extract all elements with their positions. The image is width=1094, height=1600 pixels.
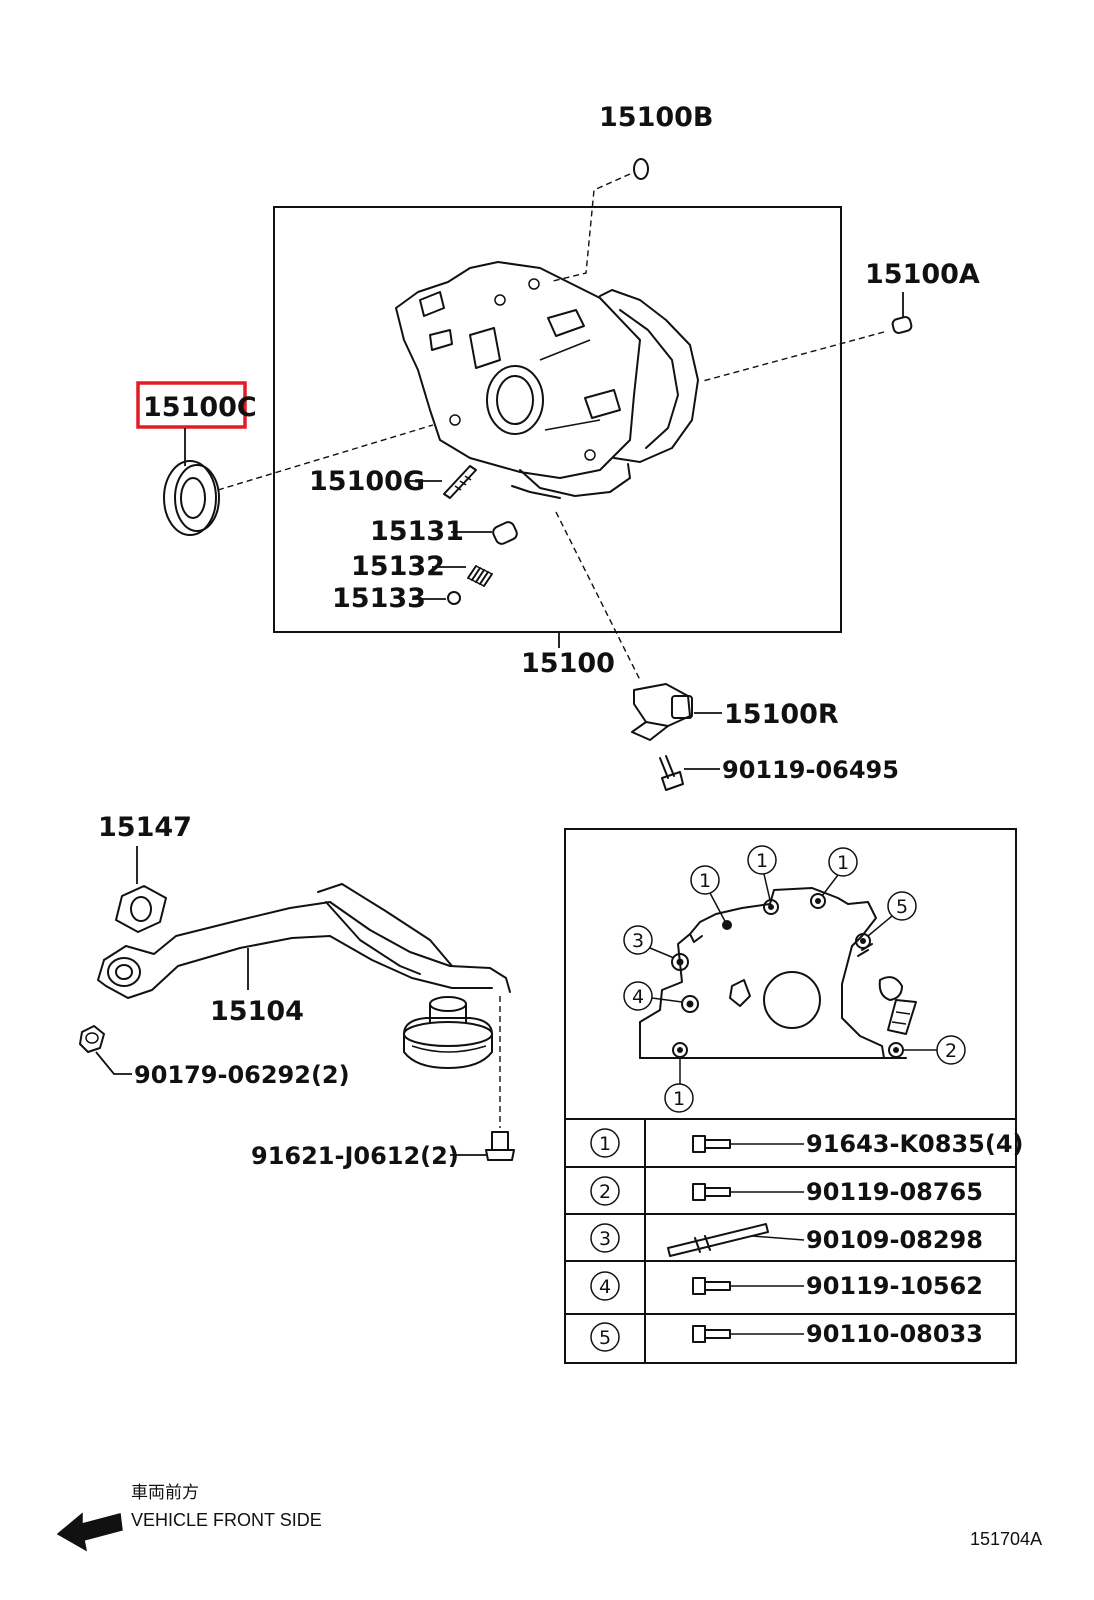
bolt-icon <box>692 1135 731 1153</box>
svg-text:4: 4 <box>599 1276 611 1298</box>
bolt-91621-J0612 <box>485 1131 515 1161</box>
oil-pump-body <box>395 261 699 499</box>
stud-bolt-icon <box>667 1223 769 1257</box>
vehicle-front-en: VEHICLE FRONT SIDE <box>131 1510 322 1530</box>
callout-1-top-right: 1 <box>821 847 858 897</box>
callout-1-bottom: 1 <box>664 1058 694 1113</box>
svg-text:3: 3 <box>599 1228 611 1250</box>
legend-part-2: 90119-08765 <box>806 1178 983 1206</box>
svg-text:3: 3 <box>632 930 644 952</box>
dash-15100C <box>217 424 434 491</box>
legend-part-3: 90109-08298 <box>806 1226 983 1254</box>
label-90119-06495[interactable]: 90119-06495 <box>722 756 899 784</box>
callout-1-top-left: 1 <box>690 865 728 926</box>
svg-text:1: 1 <box>756 850 768 872</box>
sensor-15100R <box>631 683 693 741</box>
o-ring-15100B <box>633 158 649 180</box>
svg-text:2: 2 <box>599 1181 611 1203</box>
svg-text:5: 5 <box>896 896 908 918</box>
bolt-location-panel <box>564 828 1017 1364</box>
strainer-tube-15104 <box>97 883 511 1069</box>
bolt-icon <box>692 1277 731 1295</box>
oil-seal-15100C <box>163 460 220 536</box>
leader-15100B <box>552 173 631 282</box>
legend-row-4[interactable]: 4 90119-10562 <box>590 1271 983 1301</box>
svg-text:4: 4 <box>632 986 644 1008</box>
label-15131[interactable]: 15131 <box>370 516 464 547</box>
legend-row-2[interactable]: 2 90119-08765 <box>590 1176 983 1206</box>
plunger-15131 <box>492 521 518 545</box>
callout-4: 4 <box>623 981 683 1011</box>
pump-outline-view <box>639 887 917 1059</box>
label-91621-J0612[interactable]: 91621-J0612(2) <box>251 1142 459 1170</box>
label-15132[interactable]: 15132 <box>351 551 445 582</box>
legend-row-3[interactable]: 3 90109-08298 <box>590 1223 983 1257</box>
plug-15133 <box>447 591 461 605</box>
vehicle-front-jp: 車両前方 <box>131 1483 199 1503</box>
svg-text:1: 1 <box>673 1088 685 1110</box>
legend-part-1: 91643-K0835(4) <box>806 1130 1024 1158</box>
diagram-id: 151704A <box>970 1529 1042 1549</box>
dowel-pin-15100A <box>891 316 913 334</box>
svg-text:1: 1 <box>837 852 849 874</box>
bolt-90119-06495 <box>659 755 684 791</box>
callout-2: 2 <box>904 1035 966 1065</box>
bolt-legend-table <box>565 1118 1016 1363</box>
svg-text:1: 1 <box>599 1133 611 1155</box>
legend-part-5: 90110-08033 <box>806 1320 983 1348</box>
legend-row-5[interactable]: 5 90110-08033 <box>590 1320 983 1352</box>
svg-text:2: 2 <box>945 1040 957 1062</box>
label-90179-06292[interactable]: 90179-06292(2) <box>134 1061 350 1089</box>
legend-row-1[interactable]: 1 91643-K0835(4) <box>590 1128 1024 1158</box>
svg-text:5: 5 <box>599 1327 611 1349</box>
nut-90179-06292 <box>79 1025 105 1053</box>
stud-15100G <box>443 465 477 499</box>
label-15133[interactable]: 15133 <box>332 583 426 614</box>
dash-15100R <box>555 511 641 681</box>
callout-1-top-mid: 1 <box>747 845 777 901</box>
label-15147[interactable]: 15147 <box>98 812 192 843</box>
svg-text:1: 1 <box>699 870 711 892</box>
label-15100C[interactable]: 15100C <box>143 392 257 423</box>
callout-5: 5 <box>867 891 917 937</box>
spring-15132 <box>467 565 493 587</box>
oil-pump-assembly-frame <box>273 206 842 633</box>
bolt-icon <box>692 1325 731 1343</box>
label-15100A[interactable]: 15100A <box>865 259 980 290</box>
bolt-icon <box>692 1183 731 1201</box>
legend-part-4: 90119-10562 <box>806 1272 983 1300</box>
label-15100R[interactable]: 15100R <box>724 699 839 730</box>
leader-90179-06292 <box>95 1051 132 1075</box>
dash-15100A <box>702 331 885 382</box>
gasket-15147 <box>115 885 167 933</box>
front-arrow-icon <box>56 1512 123 1552</box>
label-15104[interactable]: 15104 <box>210 996 304 1027</box>
callout-3: 3 <box>623 925 675 959</box>
label-15100[interactable]: 15100 <box>521 648 615 679</box>
label-15100B[interactable]: 15100B <box>599 102 714 133</box>
highlight-box-15100C <box>136 381 247 429</box>
